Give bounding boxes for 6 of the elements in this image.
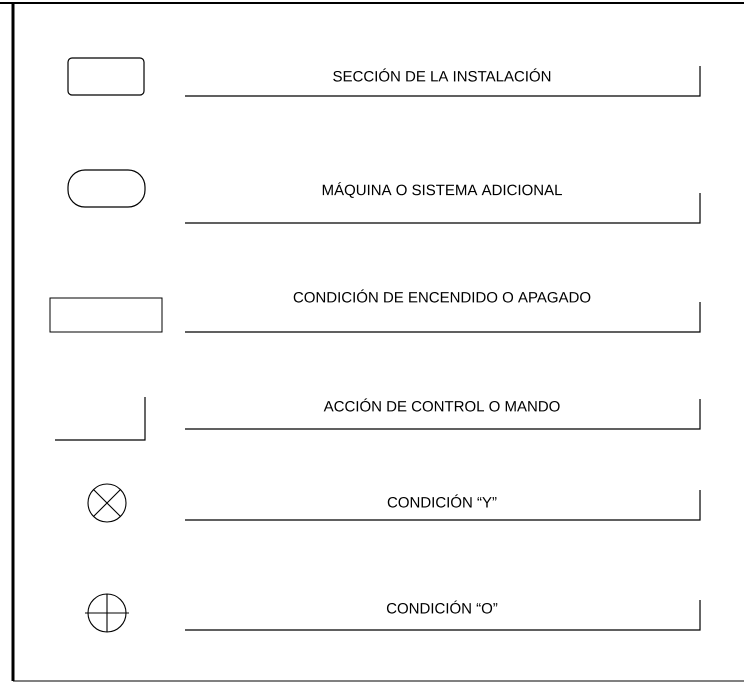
legend-entry: CONDICIÓN “O” — [185, 600, 701, 631]
legend-entry: CONDICIÓN DE ENCENDIDO O APAGADO — [185, 289, 701, 333]
legend-entry: CONDICIÓN “Y” — [185, 490, 701, 521]
legend-entry: SECCIÓN DE LA INSTALACIÓN — [185, 66, 701, 97]
legend-entry: ACCIÓN DE CONTROL O MANDO — [185, 398, 701, 430]
legend-entry: MÁQUINA O SISTEMA ADICIONAL — [185, 182, 701, 224]
